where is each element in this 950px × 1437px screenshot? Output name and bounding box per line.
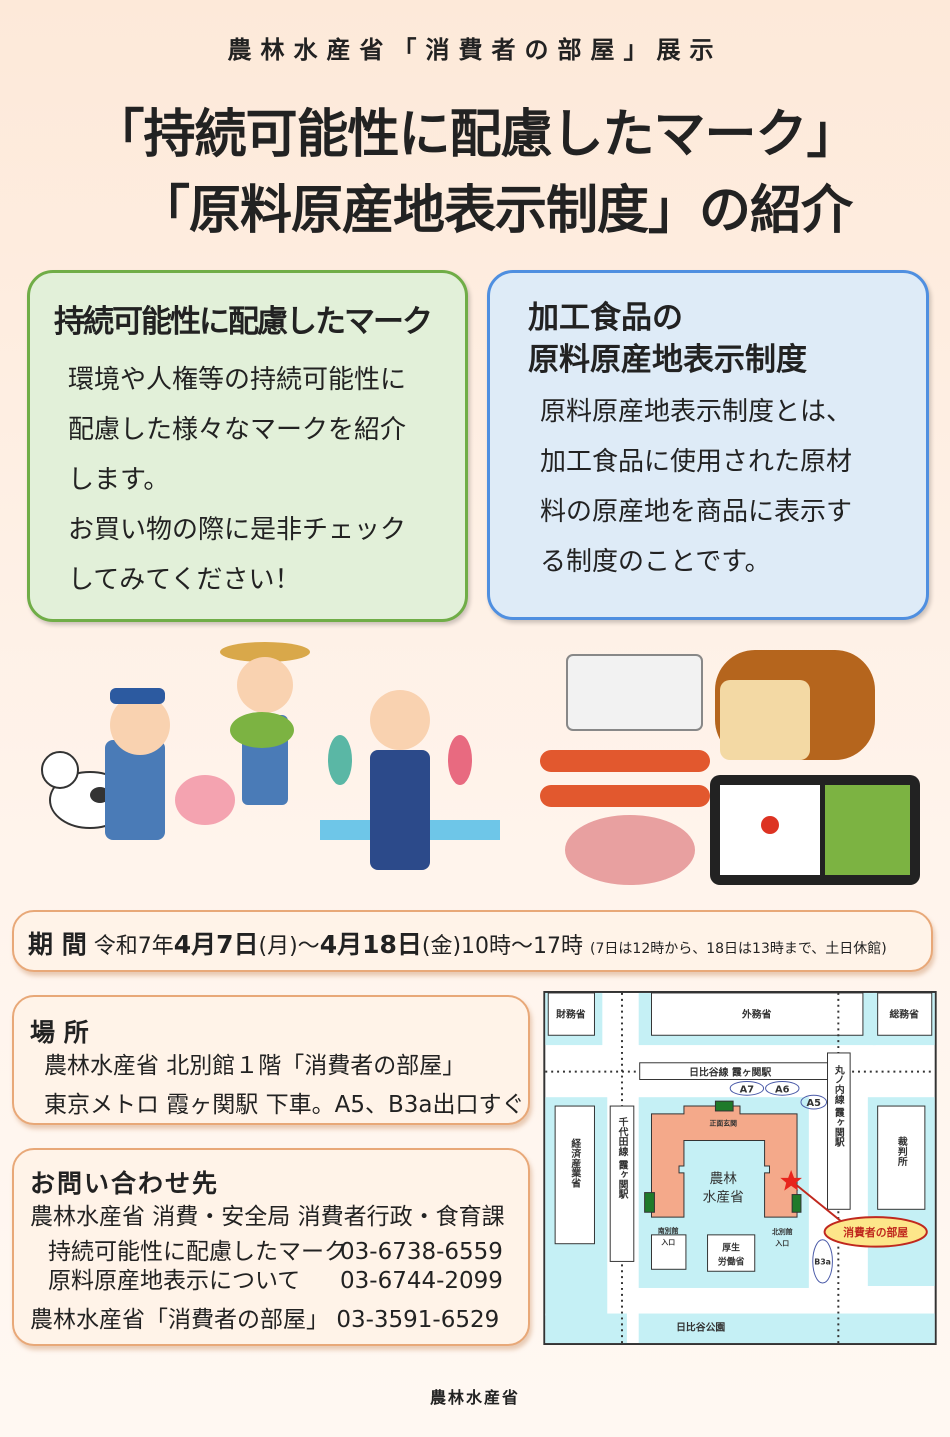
main-entrance-marker — [714, 1100, 734, 1112]
map-label: 丸ノ内線 霞ヶ関駅 — [833, 1063, 846, 1147]
origin-text: 原料原産地表示制度とは、 加工食品に使用された原材 料の原産地を商品に表示す る… — [540, 387, 852, 587]
ham-illustration — [565, 815, 695, 885]
location-line-1: 農林水産省 北別館１階「消費者の部屋」 — [44, 1053, 466, 1079]
contact-phone: 03-6744-2099 — [340, 1268, 503, 1294]
map-label: 入口 — [775, 1240, 789, 1248]
text-line: る制度のことです。 — [540, 547, 771, 577]
contact-row: 原料原産地表示について 03-6744-2099 — [30, 1264, 512, 1299]
heading-line: 原料原産地表示制度 — [528, 342, 807, 378]
text-line: 料の原産地を商品に表示す — [540, 497, 853, 527]
exit-label: A7 — [740, 1084, 755, 1095]
south-entrance-marker — [644, 1192, 655, 1213]
map-label: 入口 — [661, 1239, 675, 1247]
period-start: 4月7日 — [173, 930, 259, 959]
room-star-icon — [780, 1169, 802, 1191]
bread-illustration — [715, 650, 875, 760]
sausage-illustration — [540, 750, 710, 807]
map-label: 財務省 — [555, 1008, 586, 1021]
map-label: 総務省 — [889, 1008, 919, 1021]
contact-dept: 農林水産省 消費・安全局 消費者行政・食育課 — [30, 1204, 505, 1230]
text-line: 配慮した様々なマークを紹介 — [68, 415, 407, 445]
period-year: 令和7年 — [93, 934, 174, 959]
origin-heading: 加工食品の 原料原産地表示制度 — [528, 297, 807, 381]
text-line: 原料原産地表示制度とは、 — [540, 397, 853, 427]
location-box: 場 所 農林水産省 北別館１階「消費者の部屋」 東京メトロ 霞ヶ関駅 下車。A5… — [12, 995, 530, 1125]
text-line: 加工食品に使用された原材 — [540, 447, 853, 477]
end-weekday: (金) — [421, 934, 462, 959]
origin-labeling-box: 加工食品の 原料原産地表示制度 原料原産地表示制度とは、 加工食品に使用された原… — [487, 270, 929, 620]
text-line: します。 — [68, 465, 170, 495]
exit-label: A6 — [775, 1084, 790, 1095]
exit-label: A5 — [807, 1098, 822, 1109]
map-label: 千代田線 霞ヶ関駅 — [617, 1116, 630, 1200]
sustainability-text: 環境や人権等の持続可能性に 配慮した様々なマークを紹介 します。 お買い物の際に… — [68, 355, 406, 605]
period-note: (7日は12時から、18日は13時まで、土日休館) — [590, 941, 887, 957]
map-label: 裁判所 — [896, 1135, 908, 1167]
title-line-2: 「原料原産地表示制度」の紹介 — [137, 181, 853, 241]
contact-row: 持続可能性に配慮したマーク03-6738-6559 — [30, 1235, 512, 1270]
location-line-2: 東京メトロ 霞ヶ関駅 下車。A5、B3a出口すぐ — [44, 1092, 525, 1118]
north-entrance-marker — [791, 1194, 802, 1213]
start-weekday: (月)～ — [258, 934, 320, 959]
room-callout — [823, 1216, 928, 1248]
map-label: 経済産業省 — [569, 1137, 582, 1188]
sustainability-heading: 持続可能性に配慮したマーク — [54, 304, 433, 340]
map-label: 北別館 — [772, 1227, 793, 1236]
exhibit-subtitle: 農林水産省「消費者の部屋」展示 — [227, 36, 723, 64]
vegetable-farmer-illustration — [220, 642, 310, 805]
contact-phone: 03-6738-6559 — [340, 1239, 503, 1265]
producers-illustration — [41, 642, 500, 870]
farmer-illustration — [105, 688, 170, 840]
period-hours: 10時～17時 — [461, 934, 584, 959]
noodles-illustration — [566, 654, 703, 731]
footer-ministry-name: 農林水産省 — [429, 1388, 520, 1407]
text-line: お買い物の際に是非チェック — [68, 515, 407, 545]
contact-topic: 持続可能性に配慮したマーク — [48, 1239, 347, 1265]
pig-illustration — [175, 775, 235, 825]
map-label: 南別館 — [658, 1226, 679, 1235]
fisher-illustration — [320, 690, 500, 870]
map-label: 農林 — [710, 1171, 738, 1187]
map-label: 厚生 — [722, 1242, 740, 1254]
sustainability-mark-box: 持続可能性に配慮したマーク 環境や人権等の持続可能性に 配慮した様々なマークを紹… — [27, 270, 468, 622]
map-label: 水産省 — [703, 1189, 745, 1205]
text-line: してみてください！ — [68, 565, 301, 595]
text-line: 環境や人権等の持続可能性に — [68, 365, 407, 395]
room-label: 農林水産省「消費者の部屋」 — [30, 1307, 329, 1333]
contact-box: お問い合わせ先 農林水産省 消費・安全局 消費者行政・食育課 持続可能性に配慮し… — [12, 1148, 530, 1346]
processed-food-illustration — [540, 650, 920, 885]
map-label: 外務省 — [741, 1008, 772, 1021]
map-label: 日比谷線 霞ヶ関駅 — [689, 1066, 771, 1079]
period-label: 期 間 — [28, 930, 87, 959]
maff-building — [651, 1105, 798, 1218]
access-map: 財務省 外務省 総務省 日比谷線 霞ヶ関駅 A7 A6 A5 B3a 正面玄関 … — [543, 991, 937, 1345]
location-label: 場 所 — [30, 1018, 89, 1047]
room-phone: 03-3591-6529 — [336, 1307, 500, 1333]
period-bar: 期 間 令和7年4月7日(月)～4月18日(金)10時～17時 (7日は12時か… — [12, 910, 933, 972]
exit-label: B3a — [814, 1257, 831, 1266]
map-label: 日比谷公園 — [676, 1320, 725, 1333]
map-label: 正面玄関 — [710, 1119, 738, 1128]
map-label: 労働省 — [718, 1255, 745, 1267]
heading-line: 加工食品の — [528, 300, 683, 336]
contact-room-row: 農林水産省「消費者の部屋」 03-3591-6529 — [30, 1303, 512, 1338]
room-label: 消費者の部屋 — [843, 1225, 908, 1239]
bento-illustration — [710, 775, 920, 885]
period-end: 4月18日 — [319, 930, 422, 959]
contact-label: お問い合わせ先 — [30, 1169, 220, 1198]
title-line-1: 「持続可能性に配慮したマーク」 — [92, 105, 858, 165]
contact-topic: 原料原産地表示について — [48, 1268, 301, 1294]
